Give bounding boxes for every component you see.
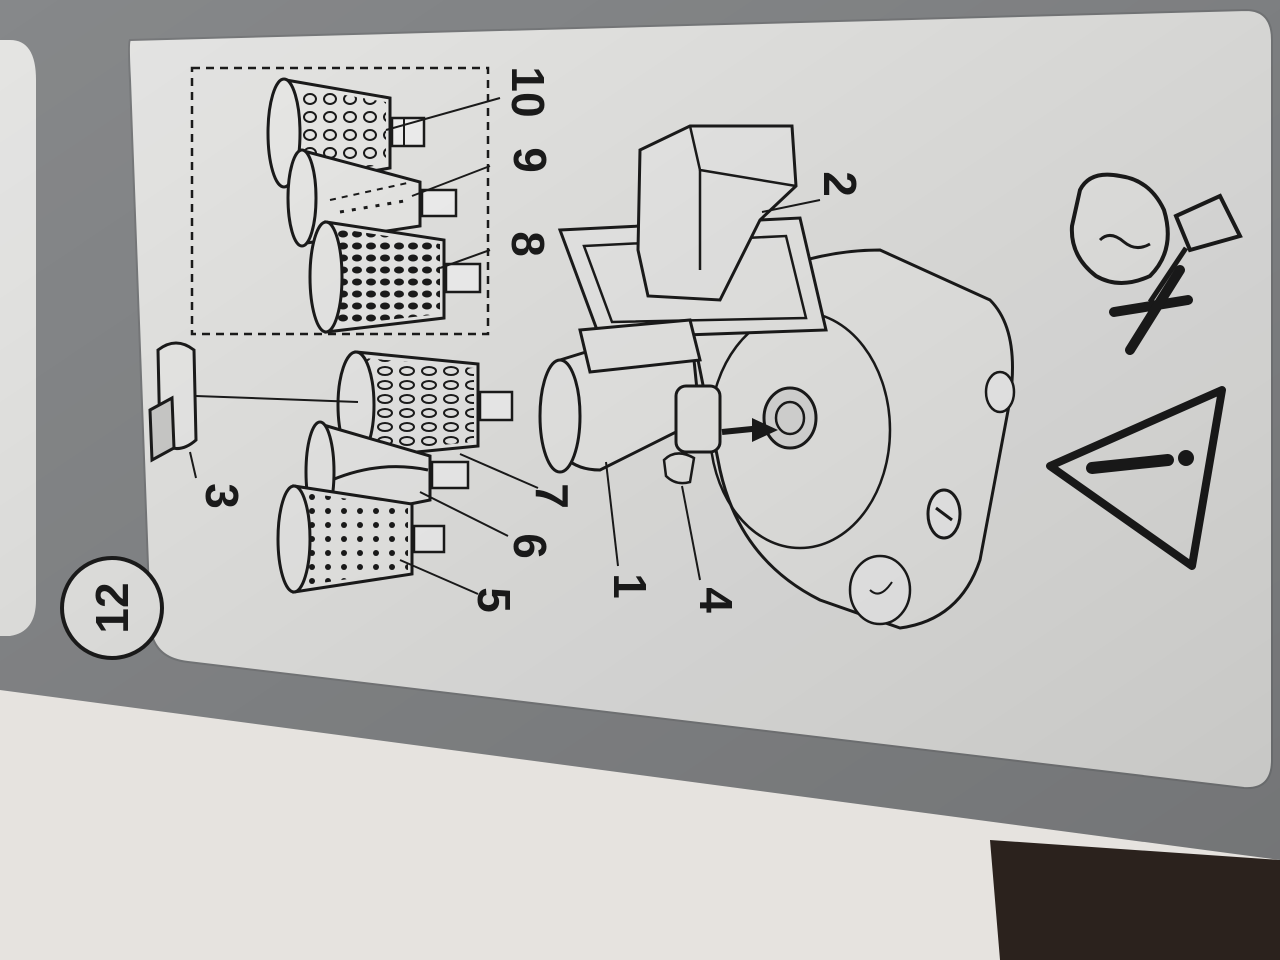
photo-shadow: [0, 0, 1280, 860]
dark-corner: [990, 840, 1280, 960]
